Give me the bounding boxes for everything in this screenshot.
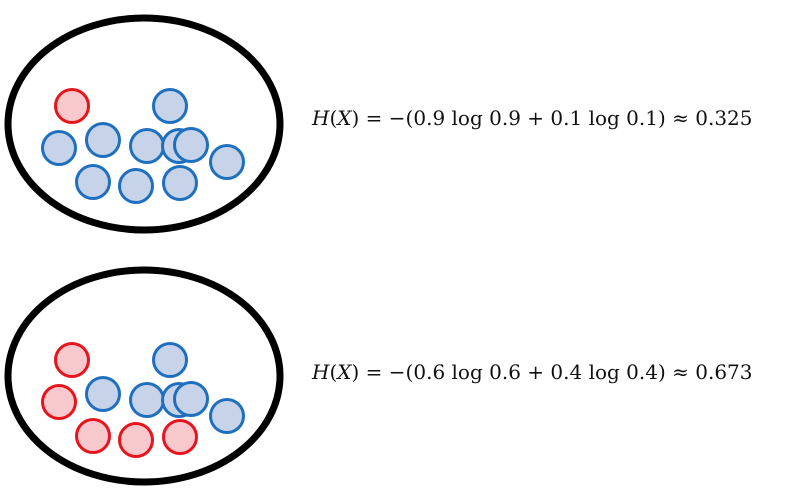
- blue-ball: [41, 130, 77, 166]
- red-ball: [162, 419, 198, 455]
- function-name: H: [312, 360, 330, 384]
- panel-top: [4, 14, 284, 234]
- variable-name: X: [337, 106, 352, 130]
- blue-ball: [129, 382, 165, 418]
- blue-ball: [152, 342, 188, 378]
- blue-ball: [173, 381, 209, 417]
- formula-expression: = −(0.6 log 0.6 + 0.4 log 0.4) ≈ 0.673: [359, 360, 753, 384]
- blue-ball: [209, 398, 245, 434]
- blue-ball: [85, 376, 121, 412]
- formula-expression: = −(0.9 log 0.9 + 0.1 log 0.1) ≈ 0.325: [359, 106, 753, 130]
- red-ball: [118, 422, 154, 458]
- container-top: [4, 14, 284, 234]
- container-bottom: [4, 266, 284, 486]
- blue-ball: [129, 128, 165, 164]
- blue-ball: [152, 88, 188, 124]
- entropy-formula-top: H(X) = −(0.9 log 0.9 + 0.1 log 0.1) ≈ 0.…: [312, 106, 753, 130]
- blue-ball: [75, 164, 111, 200]
- red-ball: [41, 384, 77, 420]
- blue-ball: [118, 168, 154, 204]
- red-ball: [54, 342, 90, 378]
- red-ball: [75, 418, 111, 454]
- entropy-formula-bottom: H(X) = −(0.6 log 0.6 + 0.4 log 0.4) ≈ 0.…: [312, 360, 753, 384]
- panel-bottom: [4, 266, 284, 486]
- blue-ball: [85, 122, 121, 158]
- red-ball: [54, 88, 90, 124]
- blue-ball: [162, 165, 198, 201]
- variable-name: X: [337, 360, 352, 384]
- blue-ball: [209, 144, 245, 180]
- function-name: H: [312, 106, 330, 130]
- blue-ball: [173, 127, 209, 163]
